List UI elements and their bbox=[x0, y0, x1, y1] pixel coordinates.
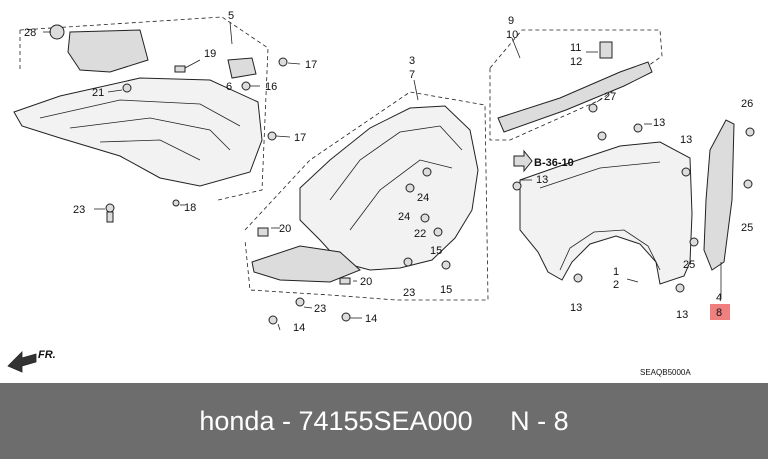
bolt-16 bbox=[241, 81, 251, 91]
callout-label-18: 18 bbox=[184, 202, 196, 214]
clip-20b bbox=[339, 277, 351, 285]
clip-23a bbox=[105, 203, 115, 213]
bolt-15a bbox=[433, 227, 443, 237]
callout-label-10: 10 bbox=[506, 29, 518, 41]
callout-label-13a: 13 bbox=[653, 117, 665, 129]
callout-label-23b: 23 bbox=[314, 303, 326, 315]
callout-label-23c: 23 bbox=[403, 287, 415, 299]
callout-label-1: 1 bbox=[613, 266, 619, 278]
clip-23b bbox=[295, 297, 305, 307]
parts-diagram-svg: 5281917616211723183720202314142424221515… bbox=[7, 10, 755, 377]
callout-label-26: 26 bbox=[741, 98, 753, 110]
callout-label-24b: 24 bbox=[398, 211, 410, 223]
clip-23c bbox=[403, 257, 413, 267]
callout-label-27: 27 bbox=[604, 91, 616, 103]
bolt-13f bbox=[675, 283, 685, 293]
highlight-box bbox=[710, 304, 730, 320]
clip-18 bbox=[172, 199, 180, 207]
callout-label-12: 12 bbox=[570, 56, 582, 68]
bolt-26 bbox=[745, 127, 755, 137]
bolt-13c bbox=[512, 181, 522, 191]
bolt-13d bbox=[573, 273, 583, 283]
clip-20a bbox=[257, 227, 269, 237]
front-fender-liner bbox=[299, 105, 479, 271]
reference-arrow bbox=[513, 149, 533, 173]
fender-brace bbox=[703, 119, 735, 271]
diagram-code: SEAQB5000A bbox=[640, 368, 691, 377]
engine-under-cover bbox=[13, 77, 263, 187]
callout-label-13d: 13 bbox=[570, 302, 582, 314]
bracket-11-12 bbox=[599, 41, 613, 59]
clip-23a-stem bbox=[106, 211, 114, 223]
bolt-13a bbox=[597, 131, 607, 141]
bracket-6 bbox=[227, 57, 257, 79]
reference-label: B-36-10 bbox=[534, 157, 574, 169]
bolt-13b bbox=[633, 123, 643, 133]
callout-label-4: 4 bbox=[716, 292, 722, 304]
callout-label-24a: 24 bbox=[417, 192, 429, 204]
under-cover-group bbox=[13, 16, 301, 223]
callout-label-22: 22 bbox=[414, 228, 426, 240]
bolt-13e bbox=[681, 167, 691, 177]
clip-21 bbox=[122, 83, 132, 93]
callout-label-5: 5 bbox=[228, 10, 234, 22]
callout-label-8: 8 bbox=[716, 307, 722, 319]
callout-label-19: 19 bbox=[204, 48, 216, 60]
upper-splash-shield bbox=[67, 29, 149, 73]
bolt-17a bbox=[278, 57, 288, 67]
callout-label-9: 9 bbox=[508, 15, 514, 27]
bolt-25a bbox=[743, 179, 753, 189]
callout-label-11: 11 bbox=[570, 42, 581, 54]
bolt-15b bbox=[441, 260, 451, 270]
callout-label-28: 28 bbox=[24, 27, 36, 39]
callout-label-17b: 17 bbox=[294, 132, 306, 144]
grommet-28 bbox=[49, 24, 65, 40]
callout-label-13c: 13 bbox=[536, 174, 548, 186]
callout-label-15a: 15 bbox=[430, 245, 442, 257]
front-arrow-icon bbox=[7, 351, 37, 373]
callout-label-21: 21 bbox=[92, 87, 104, 99]
callout-label-7: 7 bbox=[409, 69, 415, 81]
callout-label-25b: 25 bbox=[683, 259, 695, 271]
fender-liner-group bbox=[244, 79, 489, 331]
callout-label-6: 6 bbox=[226, 81, 232, 93]
bolt-14a bbox=[268, 315, 278, 325]
clip-24a bbox=[422, 167, 432, 177]
callout-label-2: 2 bbox=[613, 279, 619, 291]
callout-label-17a: 17 bbox=[305, 59, 317, 71]
callout-label-14a: 14 bbox=[293, 322, 305, 334]
callout-label-3: 3 bbox=[409, 55, 415, 67]
clip-27 bbox=[588, 103, 598, 113]
liner-lower-splash bbox=[251, 245, 361, 283]
callout-label-25a: 25 bbox=[741, 222, 753, 234]
clip-22 bbox=[420, 213, 430, 223]
callout-label-14b: 14 bbox=[365, 313, 377, 325]
front-fender-group bbox=[489, 29, 755, 298]
front-direction-marker: FR. bbox=[7, 349, 56, 373]
bolt-14b bbox=[341, 312, 351, 322]
footer-bar: honda - 74155SEA000 N - 8 bbox=[0, 383, 768, 459]
callout-label-20b: 20 bbox=[360, 276, 372, 288]
front-label: FR. bbox=[38, 349, 56, 361]
fender-seal-bar bbox=[497, 61, 653, 133]
bolt-17b bbox=[267, 131, 277, 141]
callout-label-16: 16 bbox=[265, 81, 277, 93]
callout-label-13e: 13 bbox=[676, 309, 688, 321]
callout-label-15b: 15 bbox=[440, 284, 452, 296]
callout-label-23a: 23 bbox=[73, 204, 85, 216]
clip-24b bbox=[405, 183, 415, 193]
callout-label-20a: 20 bbox=[279, 223, 291, 235]
clip-19 bbox=[174, 65, 186, 73]
callout-label-13b: 13 bbox=[680, 134, 692, 146]
bolt-25b bbox=[689, 237, 699, 247]
footer-text: honda - 74155SEA000 N - 8 bbox=[199, 406, 569, 436]
